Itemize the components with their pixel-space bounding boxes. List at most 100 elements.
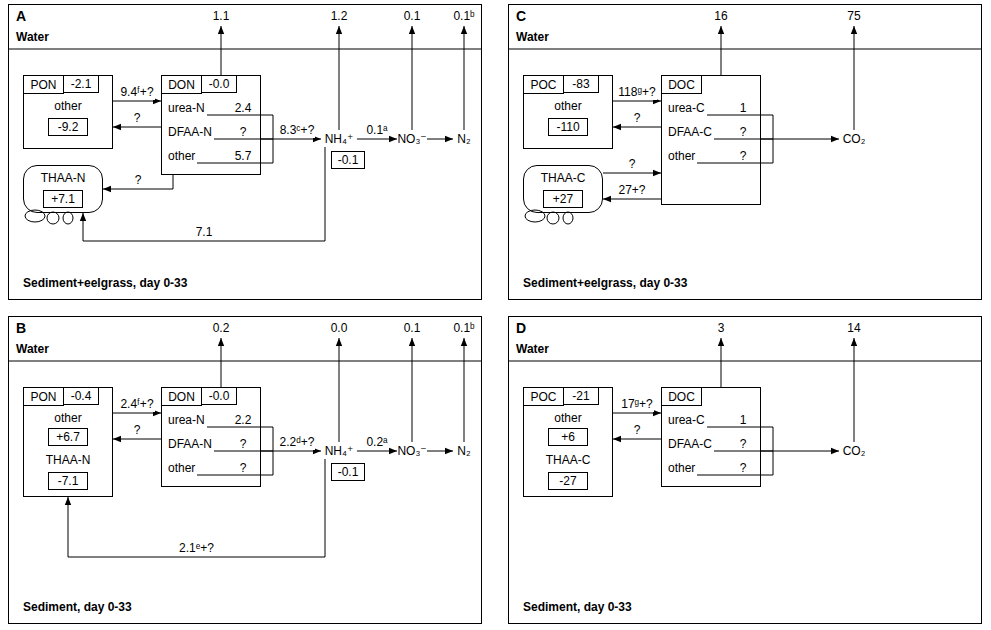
fraction-name: THAA-N [24,452,112,468]
flow-arrow [113,413,161,414]
change-value-box: -2.1 [63,75,99,93]
particulate-pool-box: PONother-2.1-9.2 [23,75,113,149]
species-name: urea-N [168,100,205,116]
pool-name: POC [524,76,564,94]
change-value-box: +27 [543,190,583,208]
water-flux-arrow [412,26,413,130]
species-name: urea-C [668,412,705,428]
water-flux-arrow [854,26,855,130]
panel-letter: A [16,7,26,25]
flow-arrow [83,147,325,241]
water-flux-value: 16 [714,8,727,24]
change-value: +7.1 [44,191,82,207]
flow-arrow [613,439,661,440]
panel-caption: Sediment+eelgrass, day 0-33 [523,275,687,291]
species-node: CO₂ [839,443,869,459]
change-value: -0.0 [202,76,236,92]
species-name: CO₂ [839,131,869,147]
species-name: DFAA-C [668,436,712,452]
species-line [197,475,273,476]
species-name: N₂ [453,131,475,147]
flux-value: ? [730,148,756,164]
flux-value: ? [730,124,756,140]
water-flux-value: 0.0 [331,320,348,336]
flow-arrow [261,451,321,452]
water-flux-value: 3 [718,320,725,336]
species-node: NH₄⁺ [321,443,357,459]
water-flux-value: 0.1ᵇ [453,8,474,24]
change-value-box: +6.7 [48,428,88,446]
cell-symbol [547,212,559,224]
flux-label: 2.4ᶠ+? [119,396,154,412]
flux-value: 2.2 [230,412,256,428]
water-flux-value: 0.1 [404,8,421,24]
water-flux-value: 1.1 [213,8,230,24]
change-value-box: -83 [563,75,599,93]
species-node: NO₃⁻ [397,131,427,147]
water-flux-value: 0.2 [213,320,230,336]
pool-name: POC [524,388,564,406]
species-name: urea-N [168,412,205,428]
dissolved-pool-box: DONurea-N2.4DFAA-N?other5.7-0.0 [161,75,261,175]
species-line [697,163,773,164]
water-sediment-line [508,361,982,362]
change-value: -0.0 [202,388,236,404]
panel-letter: C [516,7,526,25]
flux-label: ? [133,422,142,438]
change-value: -83 [564,76,598,92]
flux-label: 8.3ᶜ+? [279,122,316,138]
water-flux-value: 75 [847,8,860,24]
cell-symbol [47,212,59,224]
flow-arrow [613,127,661,128]
dissolved-pool-box: DOCurea-C1DFAA-C?other? [661,75,761,205]
species-name: urea-C [668,100,705,116]
flux-label: 2.2ᵈ+? [279,434,316,450]
flux-label: 0.1ᵃ [365,122,388,138]
pool-name: DOC [662,388,702,406]
pool-name: THAA-N [24,170,102,186]
flux-label: ? [133,110,142,126]
biomass-box: THAA-N +7.1 [23,165,103,213]
species-name: DFAA-N [168,436,212,452]
pool-name: PON [24,388,64,406]
particulate-pool-box: POCother-83-110 [523,75,613,149]
flux-label: 7.1 [195,224,214,240]
change-value: +6.7 [49,429,87,445]
panel-frame: DWaterSediment, day 0-33POCotherTHAA-C-2… [508,316,982,624]
flux-value: 2.4 [230,100,256,116]
particulate-pool-box: POCotherTHAA-C-21+6-27 [523,387,613,497]
pool-name: DOC [662,76,702,94]
flow-arrow [68,459,325,557]
fraction-name: other [24,98,112,114]
change-value: -0.1 [332,152,364,168]
change-value-box: -7.1 [48,472,88,490]
change-value: +6 [549,429,587,445]
water-flux-value: 14 [847,320,860,336]
panel-caption: Sediment, day 0-33 [523,599,632,615]
water-sediment-line [8,361,482,362]
fraction-name: other [524,98,612,114]
species-name: other [168,460,195,476]
panel-caption: Sediment+eelgrass, day 0-33 [23,275,187,291]
water-flux-arrow [854,338,855,442]
water-label: Water [16,341,49,357]
water-flux-arrow [221,338,222,387]
fraction-name: other [524,410,612,426]
water-label: Water [516,29,549,45]
flow-arrow [603,199,661,200]
flux-value: ? [230,124,256,140]
water-label: Water [16,29,49,45]
fraction-name: THAA-C [524,452,612,468]
panel-frame: C WaterSediment+eelgrass, day 0-33 POC othe… [508,4,982,300]
change-value: +27 [544,191,582,207]
flux-label: 17ᵍ+? [620,396,654,412]
flux-value: ? [230,436,256,452]
cell-symbol [525,210,545,222]
change-value: -7.1 [49,473,87,489]
flux-label: 118ᵍ+? [617,84,656,100]
water-flux-arrow [412,338,413,442]
change-value-box: +7.1 [43,190,83,208]
change-value-box: -27 [548,472,588,490]
species-name: other [168,148,195,164]
